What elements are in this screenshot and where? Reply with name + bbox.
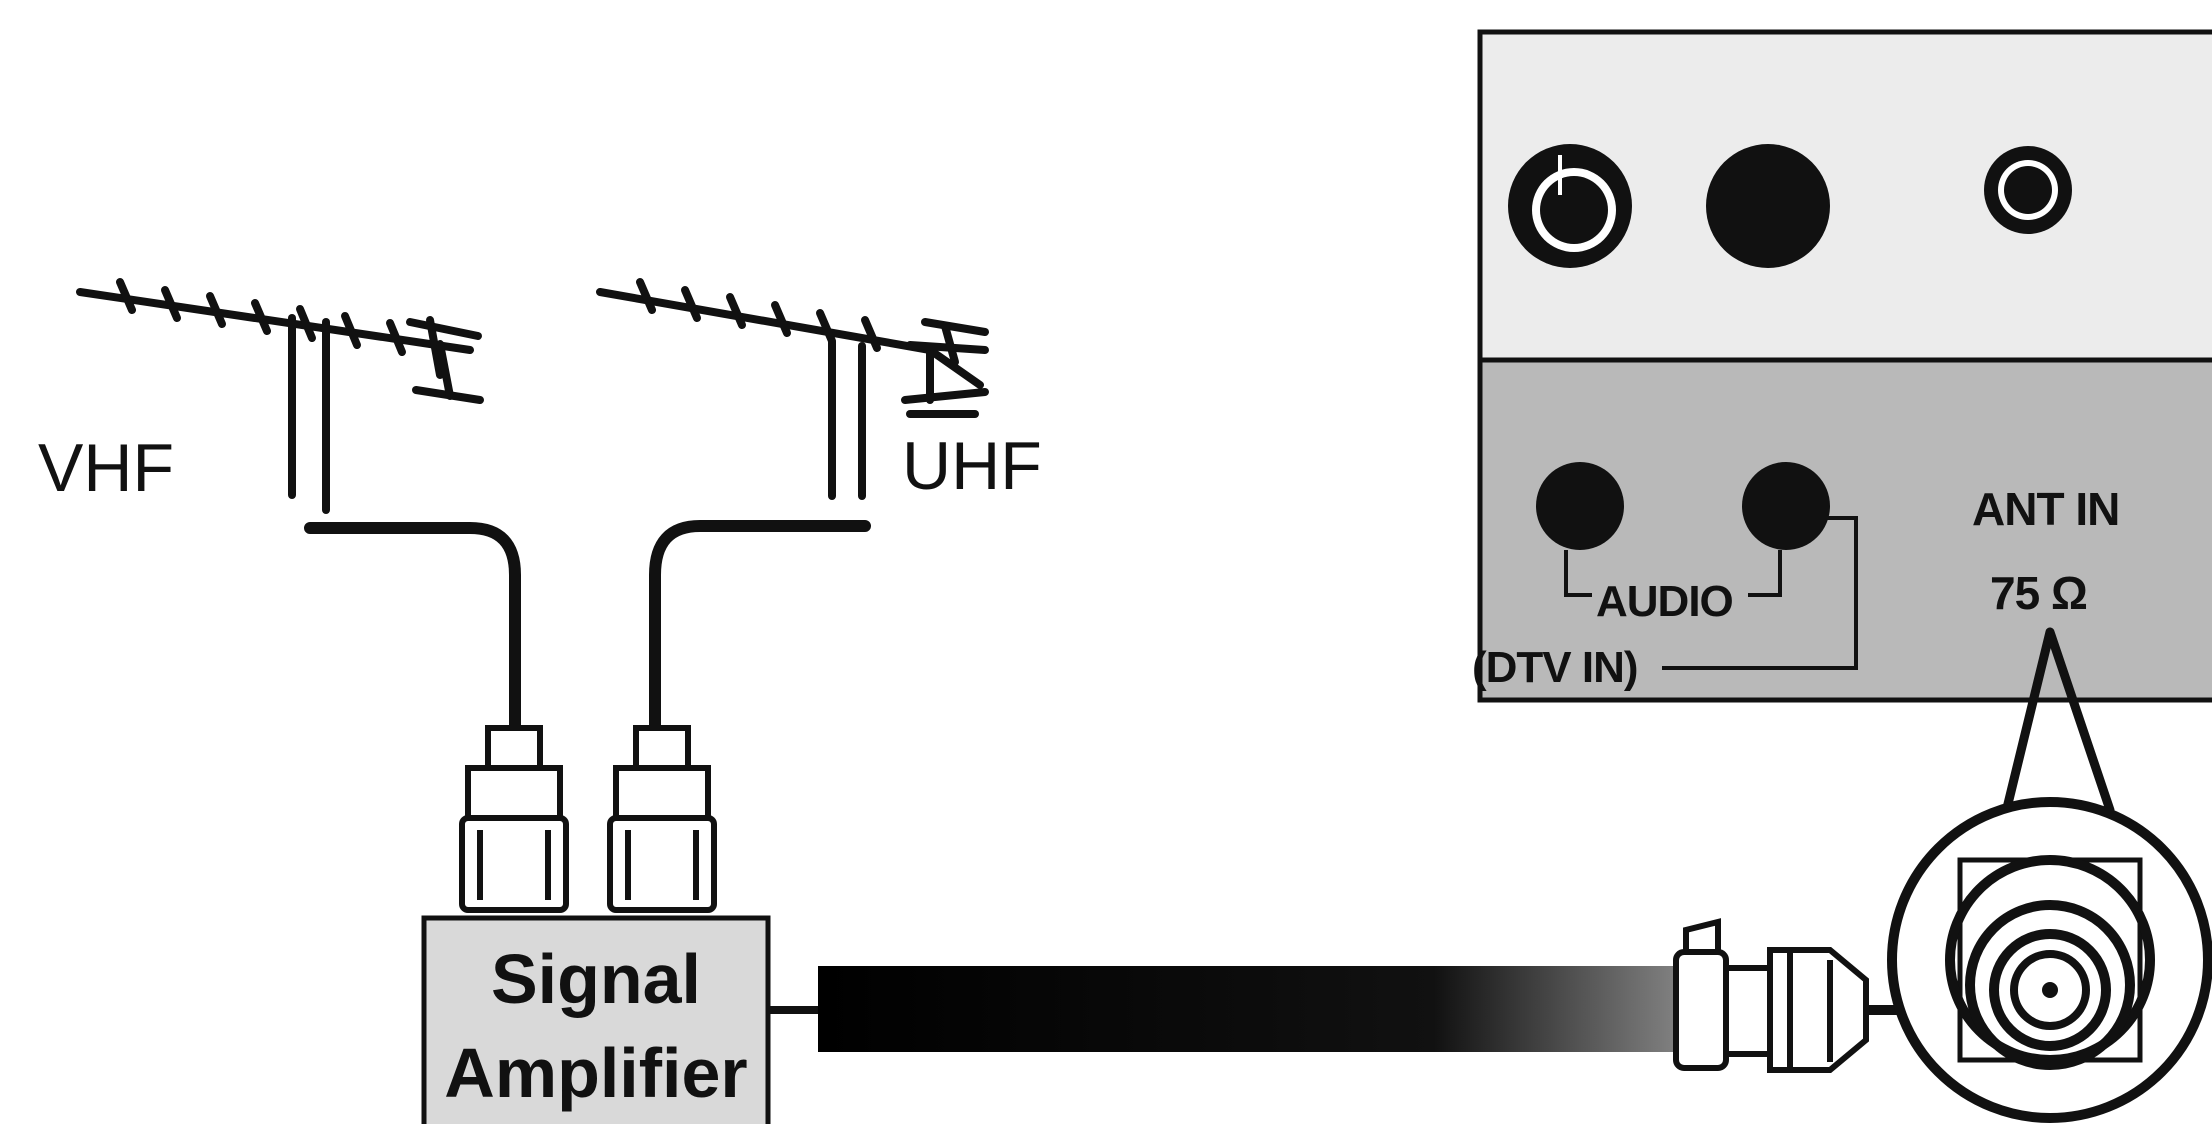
vhf-lead-cable — [304, 522, 521, 736]
dtv-in-bracket-line — [1662, 516, 1858, 670]
dtv-in-label: (DTV IN) — [1472, 643, 1639, 692]
uhf-label: UHF — [902, 428, 1042, 504]
uhf-lead-cable — [649, 520, 871, 736]
coax-plug-icon — [1673, 918, 1940, 1073]
top-jack-3-icon — [1984, 146, 2072, 234]
ant-in-label: ANT IN — [1972, 483, 2120, 535]
audio-bracket-line — [1564, 550, 1782, 597]
audio-jack-left-icon — [1536, 462, 1624, 550]
top-jack-2-icon — [1706, 144, 1830, 268]
zoom-callout-circle — [1887, 797, 2212, 1123]
audio-label: AUDIO — [1596, 577, 1734, 626]
amplifier-label-line1: Signal — [490, 940, 702, 1018]
coax-cable — [818, 966, 1698, 1052]
amplifier-label-line2: Amplifier — [444, 1034, 748, 1112]
zoom-callout-pointer — [2001, 627, 2115, 817]
uhf-antenna-icon — [596, 278, 989, 500]
vhf-connector-icon — [459, 725, 569, 913]
ohm-label: 75 Ω — [1990, 567, 2088, 619]
vhf-antenna-icon — [76, 278, 484, 514]
vhf-label: VHF — [38, 430, 174, 506]
uhf-connector-icon — [607, 725, 717, 913]
signal-amplifier-box — [421, 915, 771, 1124]
ant-in-jack-zoom-icon — [1945, 855, 2155, 1070]
audio-jack-right-icon — [1742, 462, 1830, 550]
tv-rear-panel — [1477, 29, 2212, 703]
top-jack-1-icon — [1508, 144, 1632, 268]
